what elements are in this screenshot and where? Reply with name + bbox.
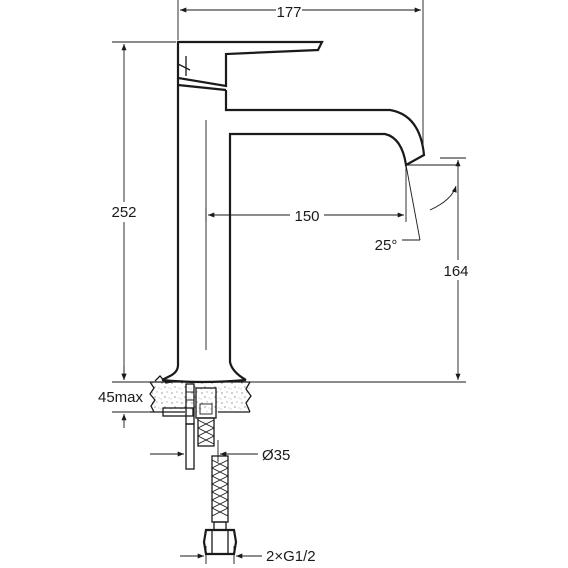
label-width-top: 177 <box>276 4 301 21</box>
label-height: 252 <box>111 204 136 221</box>
label-spout-height: 164 <box>443 263 468 280</box>
faucet-body <box>161 40 426 384</box>
label-reach: 150 <box>294 208 319 225</box>
label-hole-diameter: Ø35 <box>262 447 290 464</box>
dimension-spout-height-164 <box>250 157 466 383</box>
dimension-hole-35 <box>150 440 258 462</box>
dimension-connection <box>180 546 262 564</box>
label-angle: 25° <box>375 237 398 254</box>
label-connection: 2×G1/2 <box>266 548 316 565</box>
label-deck-thickness: 45max <box>98 389 144 406</box>
mounting-hardware <box>162 383 217 470</box>
flexible-hose <box>197 417 238 556</box>
dimension-width-177 <box>177 0 424 148</box>
dimension-angle-25 <box>402 164 460 241</box>
dimension-deck-45max <box>112 366 150 428</box>
